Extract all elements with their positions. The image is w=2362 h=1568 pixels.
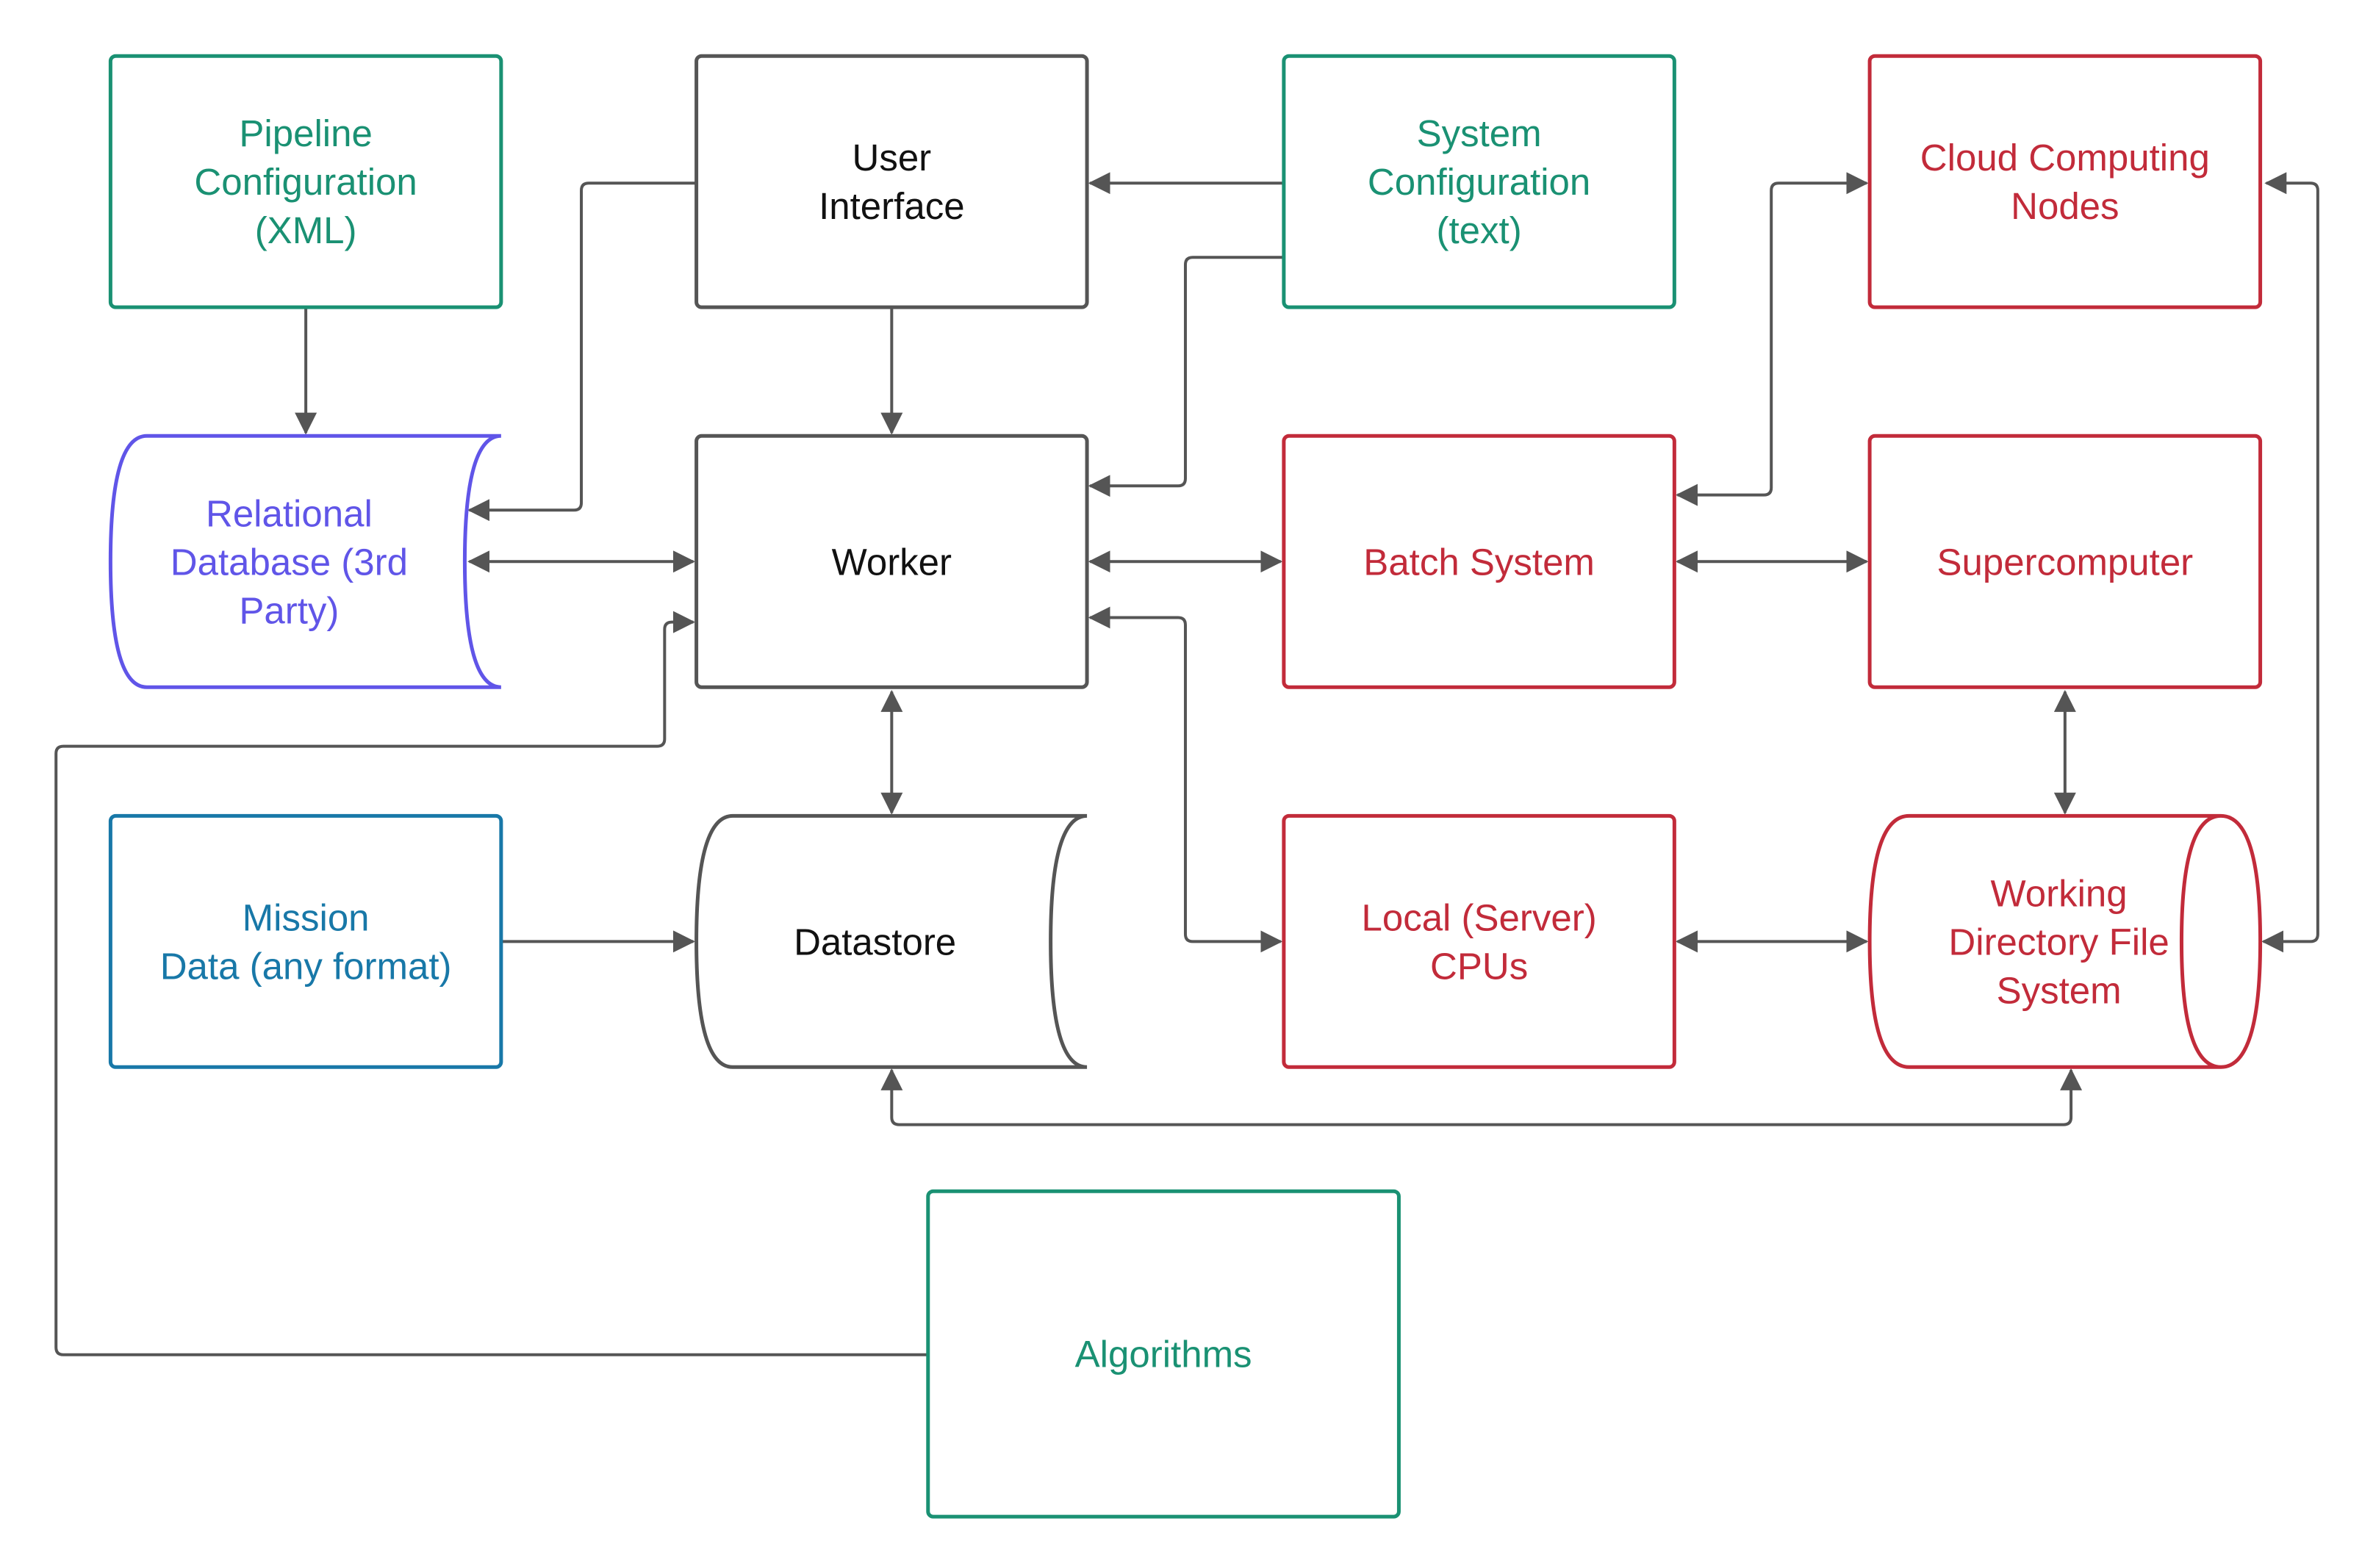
local-cpus-label: Local (Server) CPUs: [1361, 896, 1596, 987]
relational-db-label-line: Party): [239, 589, 339, 631]
edges-layer: [54, 172, 2319, 1356]
node-datastore[interactable]: Datastore: [694, 813, 1088, 1069]
mission-data-shape: [108, 813, 503, 1069]
node-algorithms[interactable]: Algorithms: [926, 1189, 1401, 1519]
system-config-label-line: Configuration: [1368, 161, 1590, 203]
relational-db-shape: [108, 434, 502, 689]
working-dir-fs-shape: [1867, 813, 2263, 1069]
relational-db-label-line: Database (3rd: [170, 541, 408, 583]
edge-batch-system-to-cloud-nodes: [1675, 172, 1869, 506]
mission-data-label-line: Data (any format): [160, 945, 452, 987]
system-config-label-line: (text): [1437, 209, 1522, 251]
cloud-nodes-shape: [1867, 54, 2263, 309]
worker-label: Worker: [832, 541, 952, 583]
edge-algorithms-to-worker: [54, 611, 927, 1356]
pipeline-config-label-line: Configuration: [194, 161, 417, 203]
local-cpus-label-line: CPUs: [1430, 945, 1528, 987]
batch-system-label: Batch System: [1363, 541, 1595, 583]
working-dir-fs-label-line: Working: [1991, 872, 2128, 914]
user-interface-label-line: User: [852, 137, 931, 179]
edge-cloud-nodes-to-working-dir-fs: [2261, 172, 2319, 953]
user-interface-shape: [694, 54, 1089, 309]
relational-db-label-line: Relational: [206, 492, 373, 534]
algorithms-shape: [926, 1189, 1401, 1519]
system-config-label-line: System: [1417, 112, 1542, 154]
pipeline-config-label-line: (XML): [255, 209, 357, 251]
edge-worker-to-local-cpus: [1088, 606, 1283, 953]
batch-system-label-line: Batch System: [1363, 541, 1595, 583]
datastore-label-line: Datastore: [794, 921, 956, 963]
algorithms-label: Algorithms: [1075, 1334, 1252, 1375]
working-dir-fs-label-line: Directory File: [1948, 921, 2169, 963]
edge-datastore-to-working-dir-fs: [880, 1068, 2083, 1126]
user-interface-label-line: Interface: [819, 185, 964, 227]
edge-user-interface-to-relational-db: [467, 181, 697, 522]
node-worker[interactable]: Worker: [694, 434, 1089, 689]
node-supercomputer[interactable]: Supercomputer: [1867, 434, 2263, 689]
local-cpus-shape: [1282, 813, 1676, 1069]
edge-system-config-to-worker: [1088, 256, 1282, 497]
local-cpus-label-line: Local (Server): [1361, 896, 1596, 938]
cloud-nodes-label-line: Nodes: [2011, 185, 2119, 227]
datastore-shape: [694, 813, 1088, 1069]
node-local-cpus[interactable]: Local (Server) CPUs: [1282, 813, 1676, 1069]
working-dir-fs-label-line: System: [1997, 969, 2122, 1011]
worker-shape: [694, 434, 1089, 689]
mission-data-label-line: Mission: [243, 896, 370, 938]
supercomputer-label: Supercomputer: [1936, 541, 2193, 583]
datastore-label: Datastore: [794, 921, 956, 963]
pipeline-config-label-line: Pipeline: [239, 112, 372, 154]
supercomputer-shape: [1867, 434, 2263, 689]
worker-label-line: Worker: [832, 541, 952, 583]
system-config-shape: [1282, 54, 1676, 309]
node-batch-system[interactable]: Batch System: [1282, 434, 1676, 689]
cloud-nodes-label-line: Cloud Computing: [1920, 137, 2210, 179]
batch-system-shape: [1282, 434, 1676, 689]
algorithms-label-line: Algorithms: [1075, 1334, 1252, 1375]
supercomputer-label-line: Supercomputer: [1936, 541, 2193, 583]
pipeline-config-shape: [108, 54, 503, 309]
